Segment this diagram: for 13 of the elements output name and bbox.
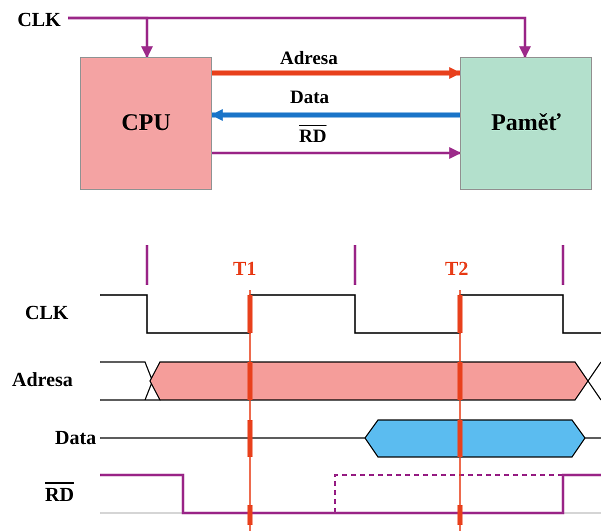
arrow — [210, 109, 460, 121]
signal-label: CLK — [25, 302, 68, 324]
signal-label: Adresa — [12, 369, 73, 391]
memory-box: Paměť — [460, 57, 592, 190]
signal-label: Data — [55, 427, 96, 449]
signal-label: RD — [45, 484, 74, 506]
arrow — [68, 16, 531, 58]
arrow — [212, 67, 462, 79]
time-marker-label: T2 — [445, 258, 468, 280]
arrow — [212, 147, 462, 159]
time-marker-label: T1 — [233, 258, 256, 280]
signal-label: CLK — [10, 8, 68, 32]
processor-box: CPU — [80, 57, 212, 190]
